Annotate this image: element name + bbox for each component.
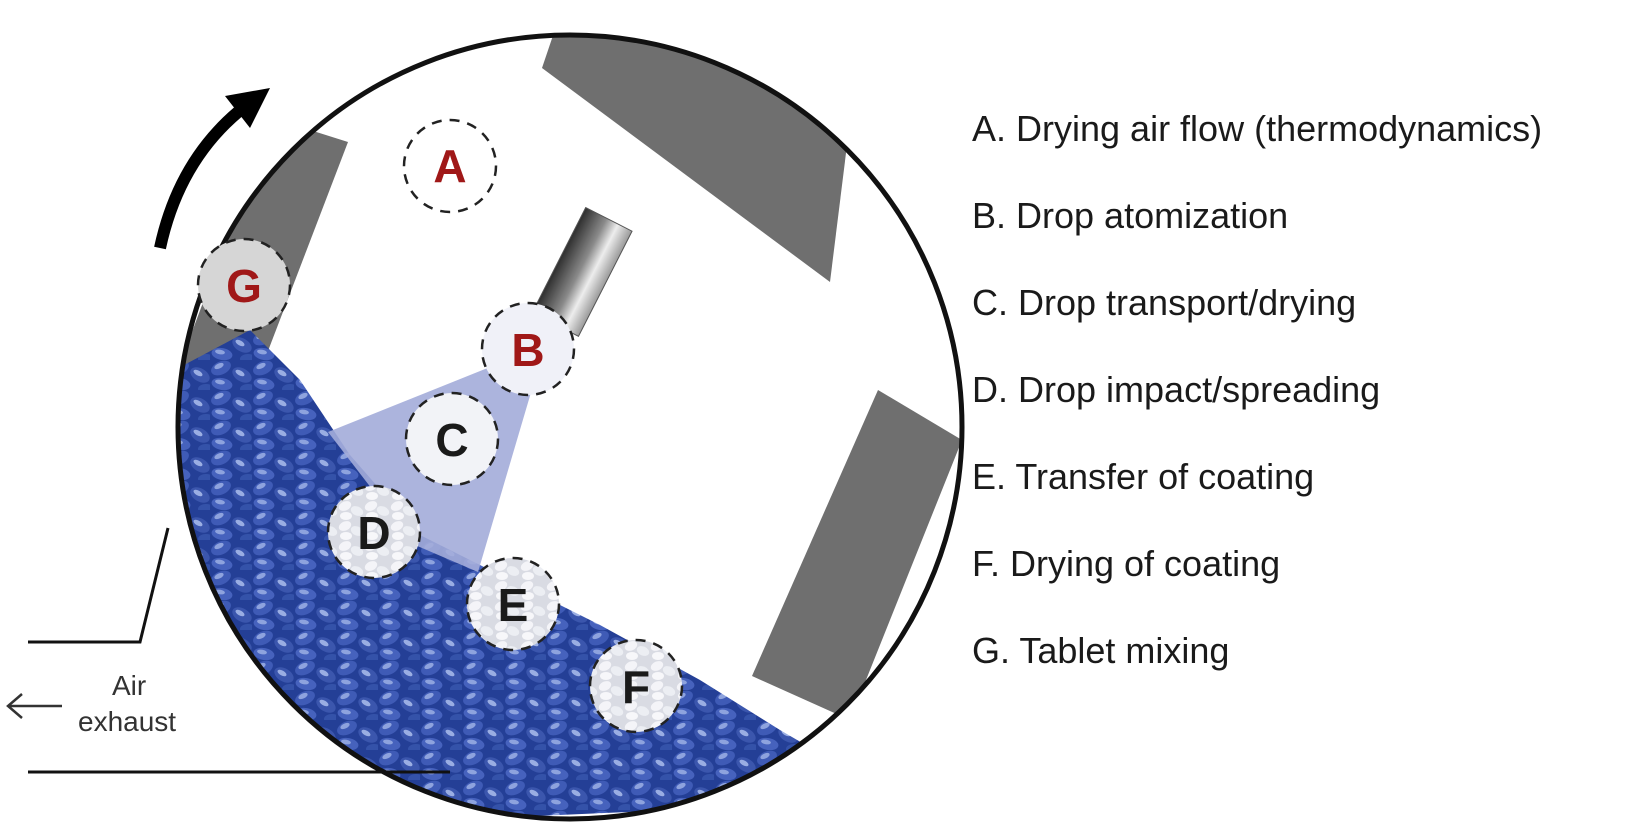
zone-circle-e: E [465,556,561,652]
zone-circle-a: A [402,118,498,214]
tablet-bed [178,330,900,819]
baffle-right [752,390,962,720]
zone-circle-f: F [588,638,684,734]
legend-item-c: C. Drop transport/drying [972,282,1356,323]
legend-item-a: A. Drying air flow (thermodynamics) [972,108,1542,149]
legend-item-e: E. Transfer of coating [972,456,1314,497]
zone-circle-b: B [480,301,576,397]
legend: A. Drying air flow (thermodynamics) B. D… [972,108,1542,671]
zone-letter-c: C [435,414,468,466]
legend-item-b: B. Drop atomization [972,195,1288,236]
curved-arrow-icon [154,88,270,250]
zone-letter-a: A [433,140,466,192]
left-arrow-icon [6,693,62,719]
zone-letter-d: D [357,507,390,559]
legend-item-d: D. Drop impact/spreading [972,369,1380,410]
zone-circle-c: C [404,391,500,487]
exhaust-label-line1: Air [112,670,146,701]
legend-item-g: G. Tablet mixing [972,630,1229,671]
zone-letter-f: F [622,661,650,713]
zone-circle-d: D [326,484,422,580]
zone-letter-g: G [226,260,262,312]
legend-item-f: F. Drying of coating [972,543,1280,584]
zone-circle-g: G [196,237,292,333]
zone-letter-b: B [511,324,544,376]
drum-outline [175,32,965,822]
exhaust-label-line2: exhaust [78,706,176,737]
zone-letter-e: E [498,579,529,631]
exhaust-duct [28,527,450,774]
